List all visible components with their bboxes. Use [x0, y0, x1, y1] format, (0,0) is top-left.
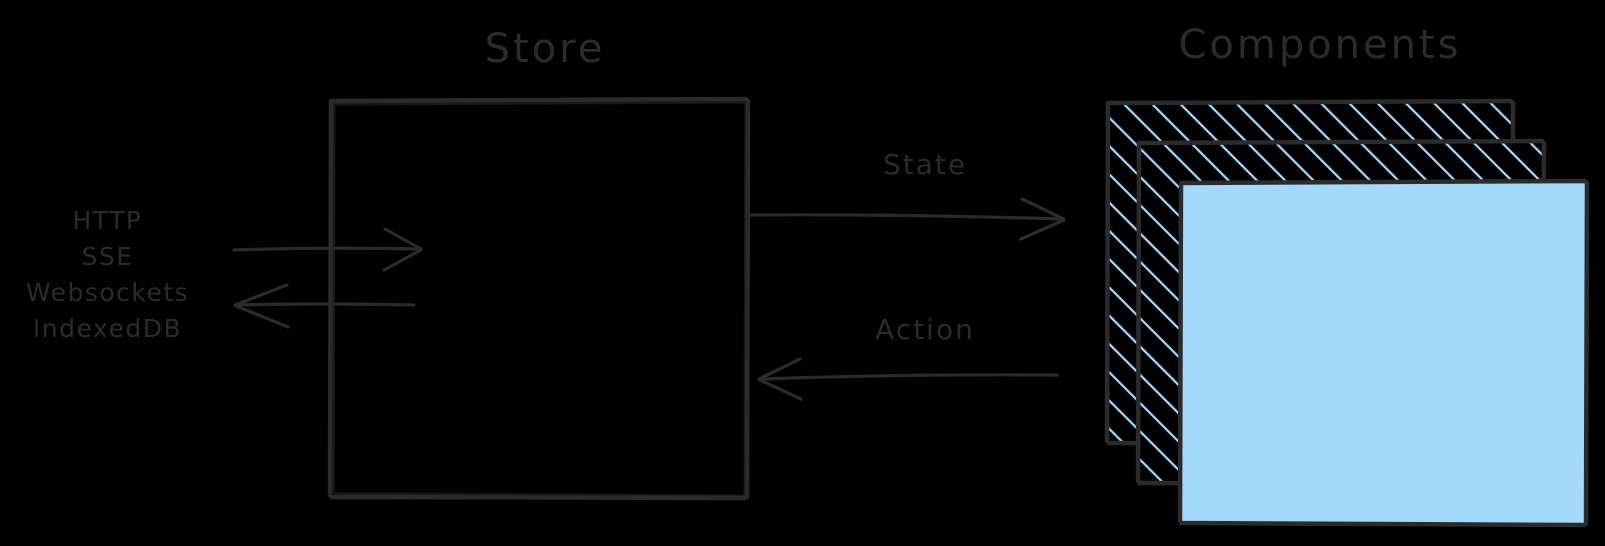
store-box	[327, 96, 751, 501]
action-edge-label: Action	[875, 313, 975, 346]
source-label-http: HTTP	[72, 206, 143, 235]
store-title: Store	[484, 26, 606, 72]
source-label-websockets: Websockets	[25, 278, 190, 307]
components-title: Components	[1178, 22, 1462, 68]
arrow-state	[748, 197, 1066, 241]
source-label-indexeddb: IndexedDB	[32, 314, 183, 343]
arrow-inbound	[232, 227, 423, 272]
state-edge-label: State	[882, 148, 968, 181]
source-protocol-labels: HTTP SSE Websockets IndexedDB	[0, 203, 215, 347]
arrow-outbound	[233, 283, 416, 329]
component-card-front	[1177, 178, 1590, 528]
source-label-sse: SSE	[81, 242, 134, 271]
arrow-action	[757, 357, 1059, 401]
